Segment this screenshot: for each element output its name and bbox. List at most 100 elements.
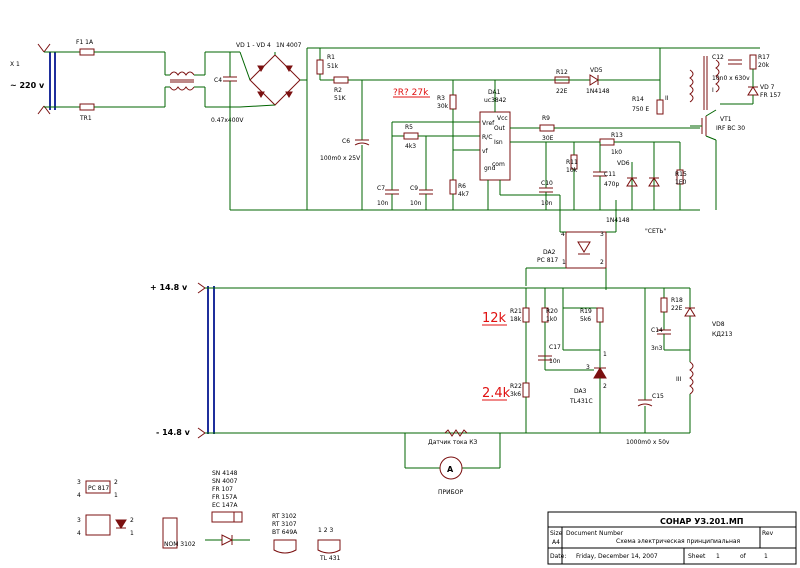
r20-label: R20 [546, 308, 558, 315]
c14-value: 3n3 [651, 345, 663, 352]
legend-diode-3: FR 107 [212, 486, 233, 493]
legend-diode-2: SN 4007 [212, 478, 238, 485]
r18-value: 22E [671, 305, 683, 312]
r5-value: 4k3 [405, 143, 416, 150]
size-value: A4 [552, 539, 560, 546]
legend-chip: NOM 3102 [164, 541, 196, 548]
r3-label: R3 [437, 95, 445, 102]
legend-to220-3: BT 649A [272, 529, 298, 536]
svg-text:4: 4 [77, 530, 81, 537]
c9-label: C9 [410, 185, 418, 192]
c17-label: C17 [549, 344, 561, 351]
x1-label: X 1 [10, 61, 20, 68]
vd8 [684, 307, 696, 317]
legend-tl431: TL 431 [319, 555, 341, 562]
c15-label: C15 [652, 393, 664, 400]
c12-label: C12 [712, 54, 724, 61]
title-block: СОНАР УЗ.201.МП Size A4 Document Number … [547, 511, 797, 565]
r17-label: R17 [758, 54, 770, 61]
vd7 [747, 86, 759, 96]
r3-note: ?R? 27k [393, 88, 429, 98]
r14 [656, 99, 664, 115]
c4-value: 0.47x400V [211, 117, 244, 124]
c14-label: C14 [651, 327, 663, 334]
transformer-secondary [689, 361, 694, 395]
r22-note: 2.4k [482, 386, 511, 401]
legend-to220-1: RT 3102 [272, 513, 297, 520]
r17-value: 20k [758, 62, 770, 69]
shunt-label: Датчик тока КЗ [428, 439, 477, 446]
legend-diode-5: EC 147A [212, 502, 238, 509]
docnum-label: Document Number [566, 530, 624, 537]
plus-rail-label: + 14.8 v [150, 283, 188, 292]
r13-value: 1k0 [611, 149, 622, 156]
r6-label: R6 [458, 183, 466, 190]
of-label: of [740, 553, 747, 560]
r21 [522, 307, 530, 323]
r1-label: R1 [327, 54, 335, 61]
r21-label: R21 [510, 308, 522, 315]
pin-com: com [492, 161, 505, 168]
r12-label: R12 [556, 69, 568, 76]
vd6-label: VD6 [617, 160, 630, 167]
legend-diode-1: SN 4148 [212, 470, 238, 477]
r1 [316, 59, 324, 75]
c10-label: C10 [541, 180, 553, 187]
vd7-label: VD 7 [760, 84, 775, 91]
svg-text:1: 1 [603, 351, 607, 358]
r14-label: R14 [632, 96, 644, 103]
svg-text:2: 2 [603, 383, 607, 390]
da3-label: DA3 [574, 388, 587, 395]
r15-label: R15 [675, 171, 687, 178]
roman-two: II [665, 95, 669, 102]
pin-out: Out [494, 125, 506, 132]
pin-rc: R/C [482, 134, 492, 141]
r5-label: R5 [405, 124, 413, 131]
r15-value: 1E0 [675, 179, 687, 186]
vt1-value: IRF BC 30 [716, 125, 745, 132]
roman-one: I [712, 87, 714, 94]
c12-value: 10n0 x 630v [712, 75, 750, 82]
sheet-label: Sheet [688, 553, 706, 560]
r17 [749, 54, 757, 70]
c17-value: 10n [549, 358, 561, 365]
fuse-label: F1 1A [76, 39, 94, 46]
set-label: "СЕТЬ" [645, 228, 667, 235]
svg-text:3: 3 [77, 517, 81, 524]
legend-to220-2: RT 3107 [272, 521, 297, 528]
rectifier-bridge: VD 1 - VD 4 1N 4007 [236, 42, 720, 210]
svg-text:3: 3 [586, 364, 590, 371]
r3-value: 30k [437, 103, 449, 110]
svg-text:2: 2 [600, 259, 604, 266]
led-set [648, 177, 660, 187]
transformer-primary [715, 59, 720, 93]
legend-pc817: PC 817 [88, 485, 109, 492]
bridge-type: 1N 4007 [276, 42, 302, 49]
legend-diode-4: FR 157A [212, 494, 238, 501]
legend: PC 817 3 4 2 1 3 4 2 1 NOM 3102 SN 4148 … [77, 470, 341, 562]
fuse-f1 [79, 48, 95, 56]
svg-text:1: 1 [562, 259, 566, 266]
c15-value: 1000m0 x 50v [626, 439, 670, 446]
svg-text:4: 4 [561, 231, 565, 238]
da3 [593, 367, 607, 379]
tr1-label: TR1 [79, 115, 92, 122]
voltage-label: ~ 220 v [10, 81, 45, 90]
r18 [660, 297, 668, 313]
vd8-label: VD8 [712, 321, 725, 328]
r19 [596, 307, 604, 323]
r21-note: 12k [482, 311, 507, 326]
bridge-label: VD 1 - VD 4 [236, 42, 271, 49]
input-section: X 1 ~ 220 v F1 1A TR1 C4 [10, 39, 244, 124]
sheet-value: 1 [716, 553, 720, 560]
r1-value: 51k [327, 63, 339, 70]
date-value: Friday, December 14, 2007 [576, 553, 658, 560]
r2-label: R2 [334, 87, 342, 94]
secondary-section: + 14.8 v - 14.8 v R21 18k 12k R20 1k0 R1… [150, 282, 733, 496]
choke-top [169, 71, 195, 76]
r11-label: R11 [566, 159, 578, 166]
size-label: Size [550, 530, 563, 537]
r18-label: R18 [671, 297, 683, 304]
vd7-value: FR 157 [760, 92, 781, 99]
